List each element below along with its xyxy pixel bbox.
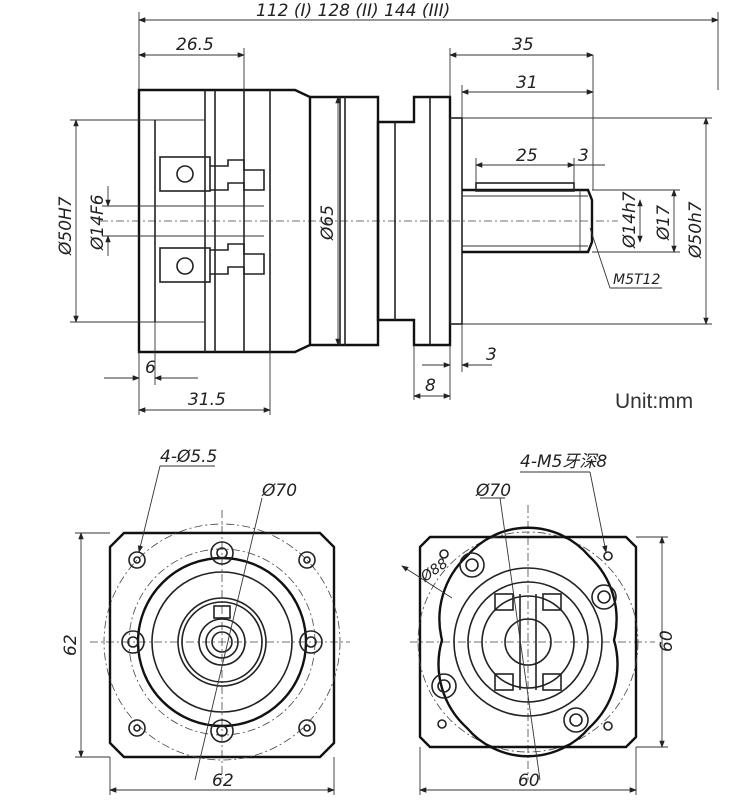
dim-body-65: Ø65: [318, 96, 341, 346]
dim-text-25: 25: [516, 146, 538, 166]
dim-text-14h7: Ø14h7: [620, 191, 640, 249]
dim-text-3-key: 3: [578, 146, 589, 166]
dim-text-6: 6: [145, 358, 156, 378]
dim-text-50h7-right: Ø50h7: [686, 201, 706, 259]
output-hatched-section: [481, 595, 575, 689]
output-holes-label: 4-M5牙深8: [520, 452, 607, 472]
dim-text-M5: M5T12: [613, 272, 660, 288]
output-end-view: 4-M5牙深8 Ø70 Ø88 60 60: [401, 452, 677, 795]
input-holes-label: 4-Ø5.5: [160, 447, 217, 467]
dim-text-35: 35: [512, 35, 534, 55]
output-flange-square: [418, 535, 638, 749]
input-bolt-holes: [121, 541, 323, 743]
dim-text-65: Ø65: [318, 205, 338, 241]
dim-overall-length: 112 (I) 128 (II) 144 (III): [138, 1, 719, 90]
input-height-label: 62: [61, 634, 81, 656]
dim-text-3-bottom: 3: [486, 345, 497, 365]
dim-right-diameters: Ø14h7 Ø17 Ø50h7 M5T12: [462, 117, 712, 325]
dim-text-26-5: 26.5: [176, 35, 214, 55]
dim-shaft-31: 31: [461, 73, 594, 118]
unit-label: Unit:mm: [615, 390, 694, 413]
output-width-label: 60: [518, 771, 540, 791]
output-circle-label: Ø88: [417, 556, 451, 586]
dim-bottom: 6 31.5 3 8: [104, 322, 497, 415]
gearbox-body: [137, 88, 594, 354]
dim-text-8: 8: [425, 376, 436, 396]
dim-text-31-5: 31.5: [188, 390, 226, 410]
dim-left-diameters: Ø50H7 Ø14F6: [56, 119, 160, 323]
dim-flange-length: 26.5: [138, 35, 245, 90]
output-bolt-holes: [431, 549, 617, 733]
input-width-label: 62: [212, 771, 234, 791]
output-pcd-label: Ø70: [475, 481, 511, 501]
dim-shaft-35: 35: [449, 35, 594, 190]
dim-key: 25 3: [475, 146, 605, 183]
dim-text-31: 31: [516, 73, 538, 93]
output-flange-outline: [437, 526, 619, 758]
output-height-label: 60: [657, 630, 677, 652]
input-flange-square: [108, 531, 336, 759]
input-pcd-label: Ø70: [261, 481, 297, 501]
dim-text-50H7-left: Ø50H7: [56, 196, 76, 256]
input-end-view: 4-Ø5.5 Ø70 62 62: [61, 447, 350, 795]
dim-text-14F6: Ø14F6: [88, 194, 108, 251]
dim-text-overall: 112 (I) 128 (II) 144 (III): [256, 1, 450, 21]
dim-text-17: Ø17: [654, 205, 674, 241]
side-view: 112 (I) 128 (II) 144 (III) 26.5 35 31: [56, 1, 719, 415]
